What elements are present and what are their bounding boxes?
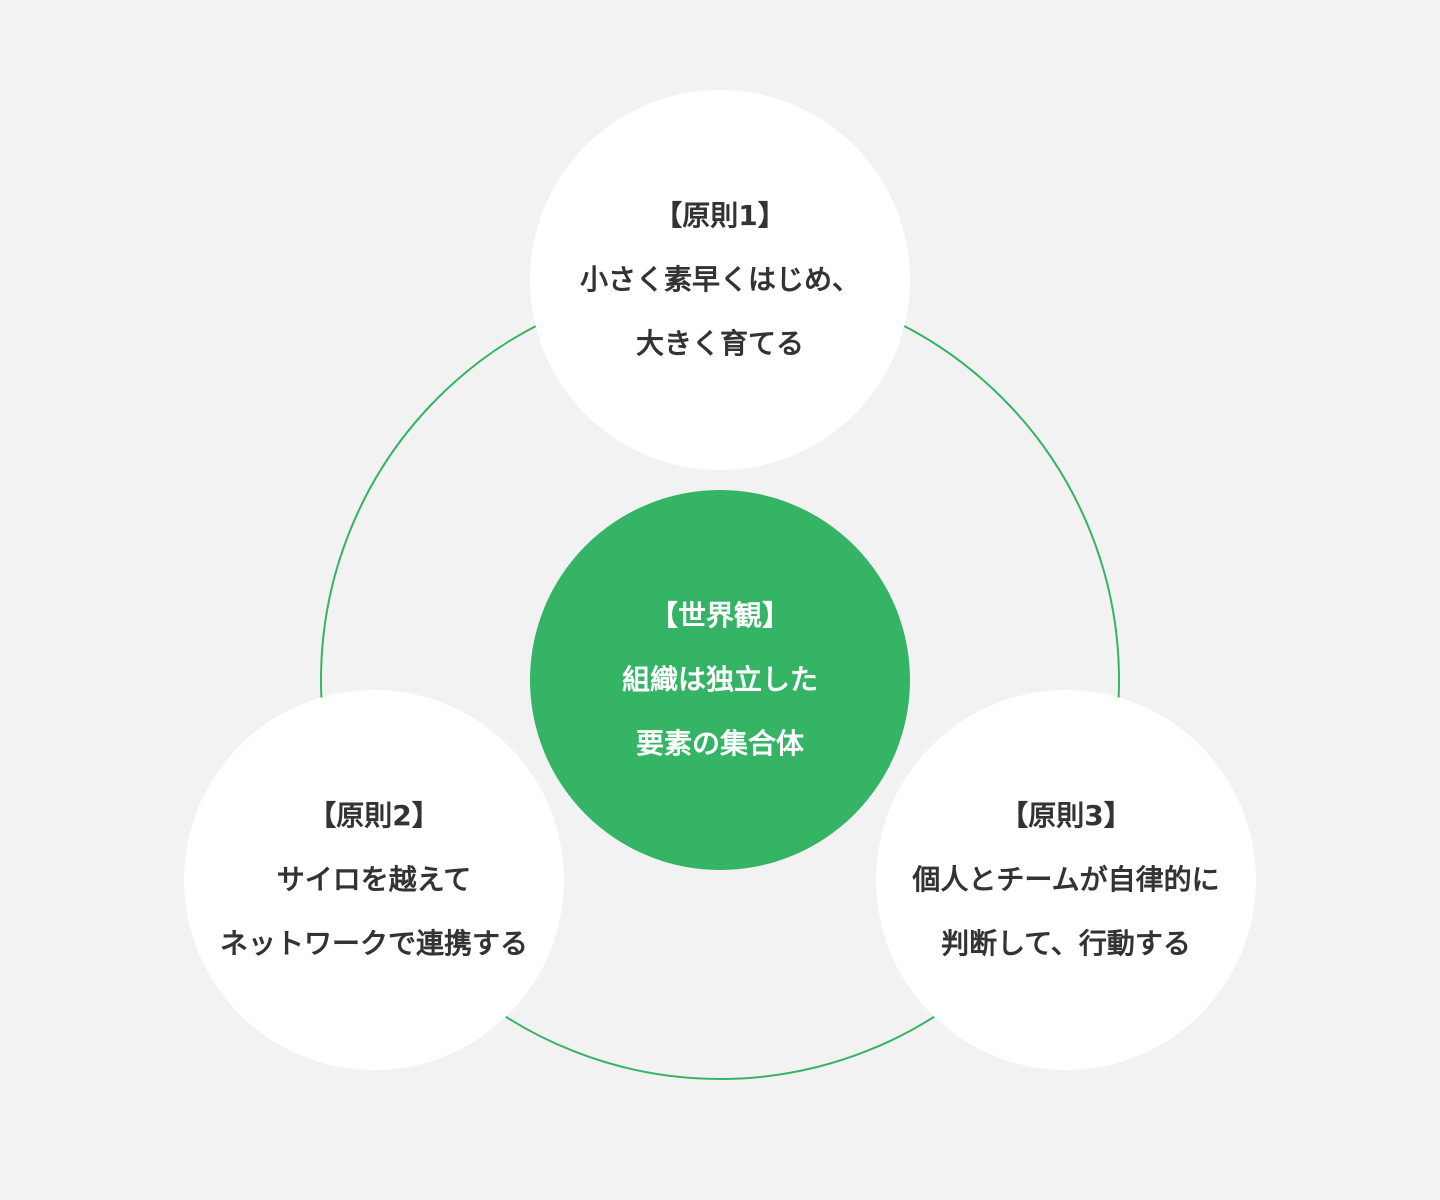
principle-1-line-1: 小さく素早くはじめ、: [579, 263, 860, 296]
principle-2-circle: 【原則2】 サイロを越えて ネットワークで連携する: [184, 690, 564, 1070]
principle-1-line-2: 大きく育てる: [635, 327, 804, 360]
principle-1-circle: 【原則1】 小さく素早くはじめ、 大きく育てる: [530, 90, 910, 470]
principle-3-line-2: 判断して、行動する: [941, 927, 1191, 960]
principle-1-heading: 【原則1】: [654, 199, 786, 232]
worldview-circle: 【世界観】 組織は独立した 要素の集合体: [530, 490, 910, 870]
principle-3-circle: 【原則3】 個人とチームが自律的に 判断して、行動する: [876, 690, 1256, 1070]
principle-2-line-2: ネットワークで連携する: [219, 927, 528, 960]
worldview-heading: 【世界観】: [649, 599, 790, 632]
principle-3-heading: 【原則3】: [1000, 799, 1132, 832]
principle-3-line-1: 個人とチームが自律的に: [912, 863, 1220, 896]
principle-2-heading: 【原則2】: [308, 799, 440, 832]
principle-2-line-1: サイロを越えて: [276, 863, 472, 896]
worldview-line-2: 要素の集合体: [635, 727, 804, 760]
worldview-line-1: 組織は独立した: [621, 663, 818, 696]
